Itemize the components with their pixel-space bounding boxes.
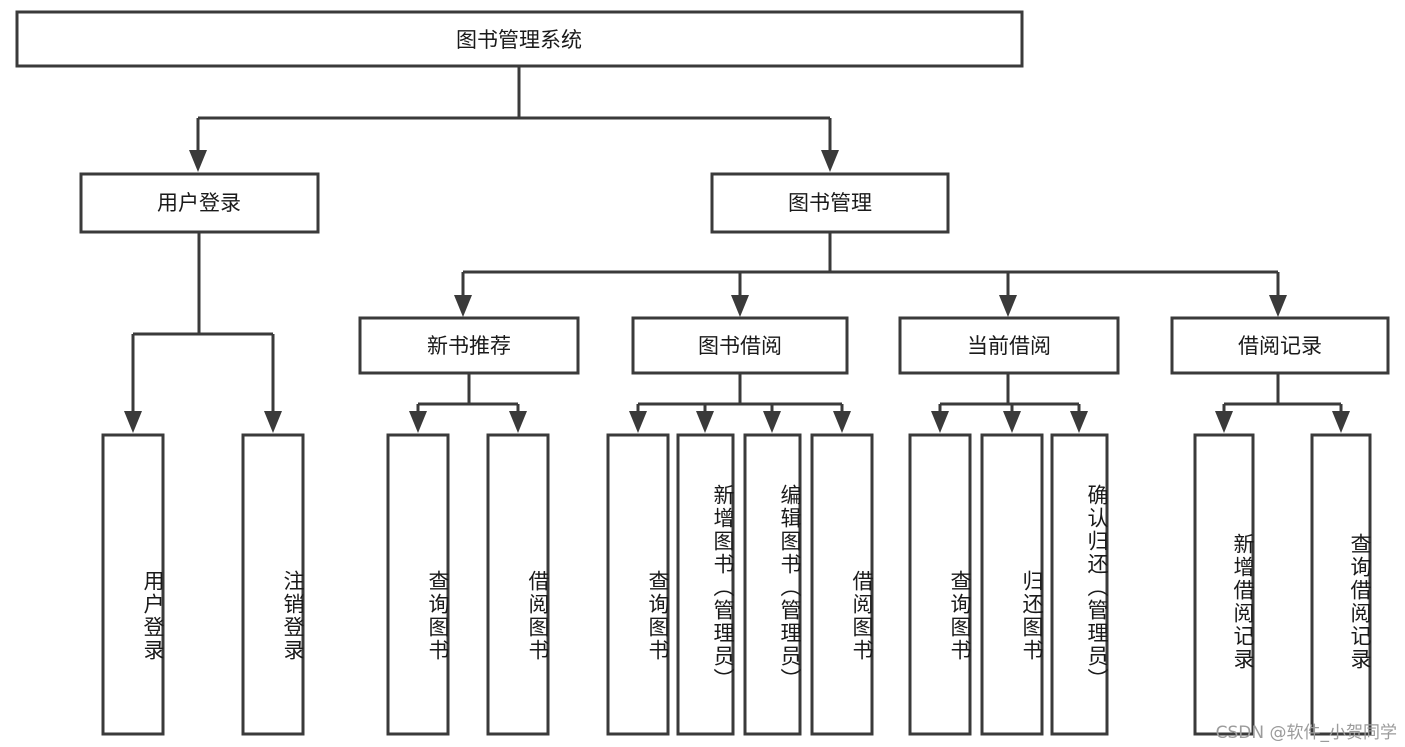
node-leaf-query-record[interactable] bbox=[1310, 433, 1372, 736]
connector-bookborrow-to-leaves bbox=[629, 373, 851, 433]
node-current-borrow-label: 当前借阅 bbox=[967, 334, 1051, 358]
connector-borrowrecord-to-leaves bbox=[1215, 373, 1350, 433]
node-new-book-recommend[interactable]: 新书推荐 bbox=[358, 316, 580, 375]
node-user-login[interactable]: 用户登录 bbox=[79, 172, 320, 234]
csdn-watermark: CSDN @软件_小贺同学 bbox=[1215, 723, 1397, 743]
connector-currentborrow-to-leaves bbox=[931, 373, 1088, 433]
node-user-login-label: 用户登录 bbox=[157, 191, 241, 215]
node-leaf-logout[interactable] bbox=[241, 433, 305, 736]
node-current-borrow[interactable]: 当前借阅 bbox=[898, 316, 1120, 375]
connector-bookmanage-to-level2 bbox=[454, 232, 1287, 317]
node-leaf-user-login[interactable] bbox=[101, 433, 165, 736]
node-book-borrow[interactable]: 图书借阅 bbox=[631, 316, 849, 375]
node-book-manage[interactable]: 图书管理 bbox=[710, 172, 950, 234]
connector-root-to-level1 bbox=[189, 66, 839, 172]
node-leaf-query-book-1[interactable] bbox=[386, 433, 450, 736]
node-book-borrow-label: 图书借阅 bbox=[698, 334, 782, 358]
connector-userlogin-to-leaves bbox=[124, 232, 282, 433]
node-new-book-recommend-label: 新书推荐 bbox=[427, 334, 511, 358]
node-leaf-return-book[interactable] bbox=[980, 433, 1044, 736]
node-root[interactable]: 图书管理系统 bbox=[15, 10, 1024, 68]
node-leaf-confirm-return[interactable] bbox=[1050, 433, 1109, 736]
node-leaf-add-record[interactable] bbox=[1193, 433, 1255, 736]
node-leaf-query-book-2[interactable] bbox=[606, 433, 670, 736]
node-leaf-add-book[interactable] bbox=[676, 433, 735, 736]
node-book-manage-label: 图书管理 bbox=[788, 191, 872, 215]
node-leaf-query-book-3[interactable] bbox=[908, 433, 972, 736]
node-leaf-borrow-book-1[interactable] bbox=[486, 433, 550, 736]
connector-newbook-to-leaves bbox=[409, 373, 527, 433]
node-leaf-edit-book[interactable] bbox=[743, 433, 802, 736]
node-leaf-borrow-book-2[interactable] bbox=[810, 433, 874, 736]
node-borrow-record-label: 借阅记录 bbox=[1238, 334, 1322, 358]
node-borrow-record[interactable]: 借阅记录 bbox=[1170, 316, 1390, 375]
node-root-label: 图书管理系统 bbox=[456, 28, 582, 52]
